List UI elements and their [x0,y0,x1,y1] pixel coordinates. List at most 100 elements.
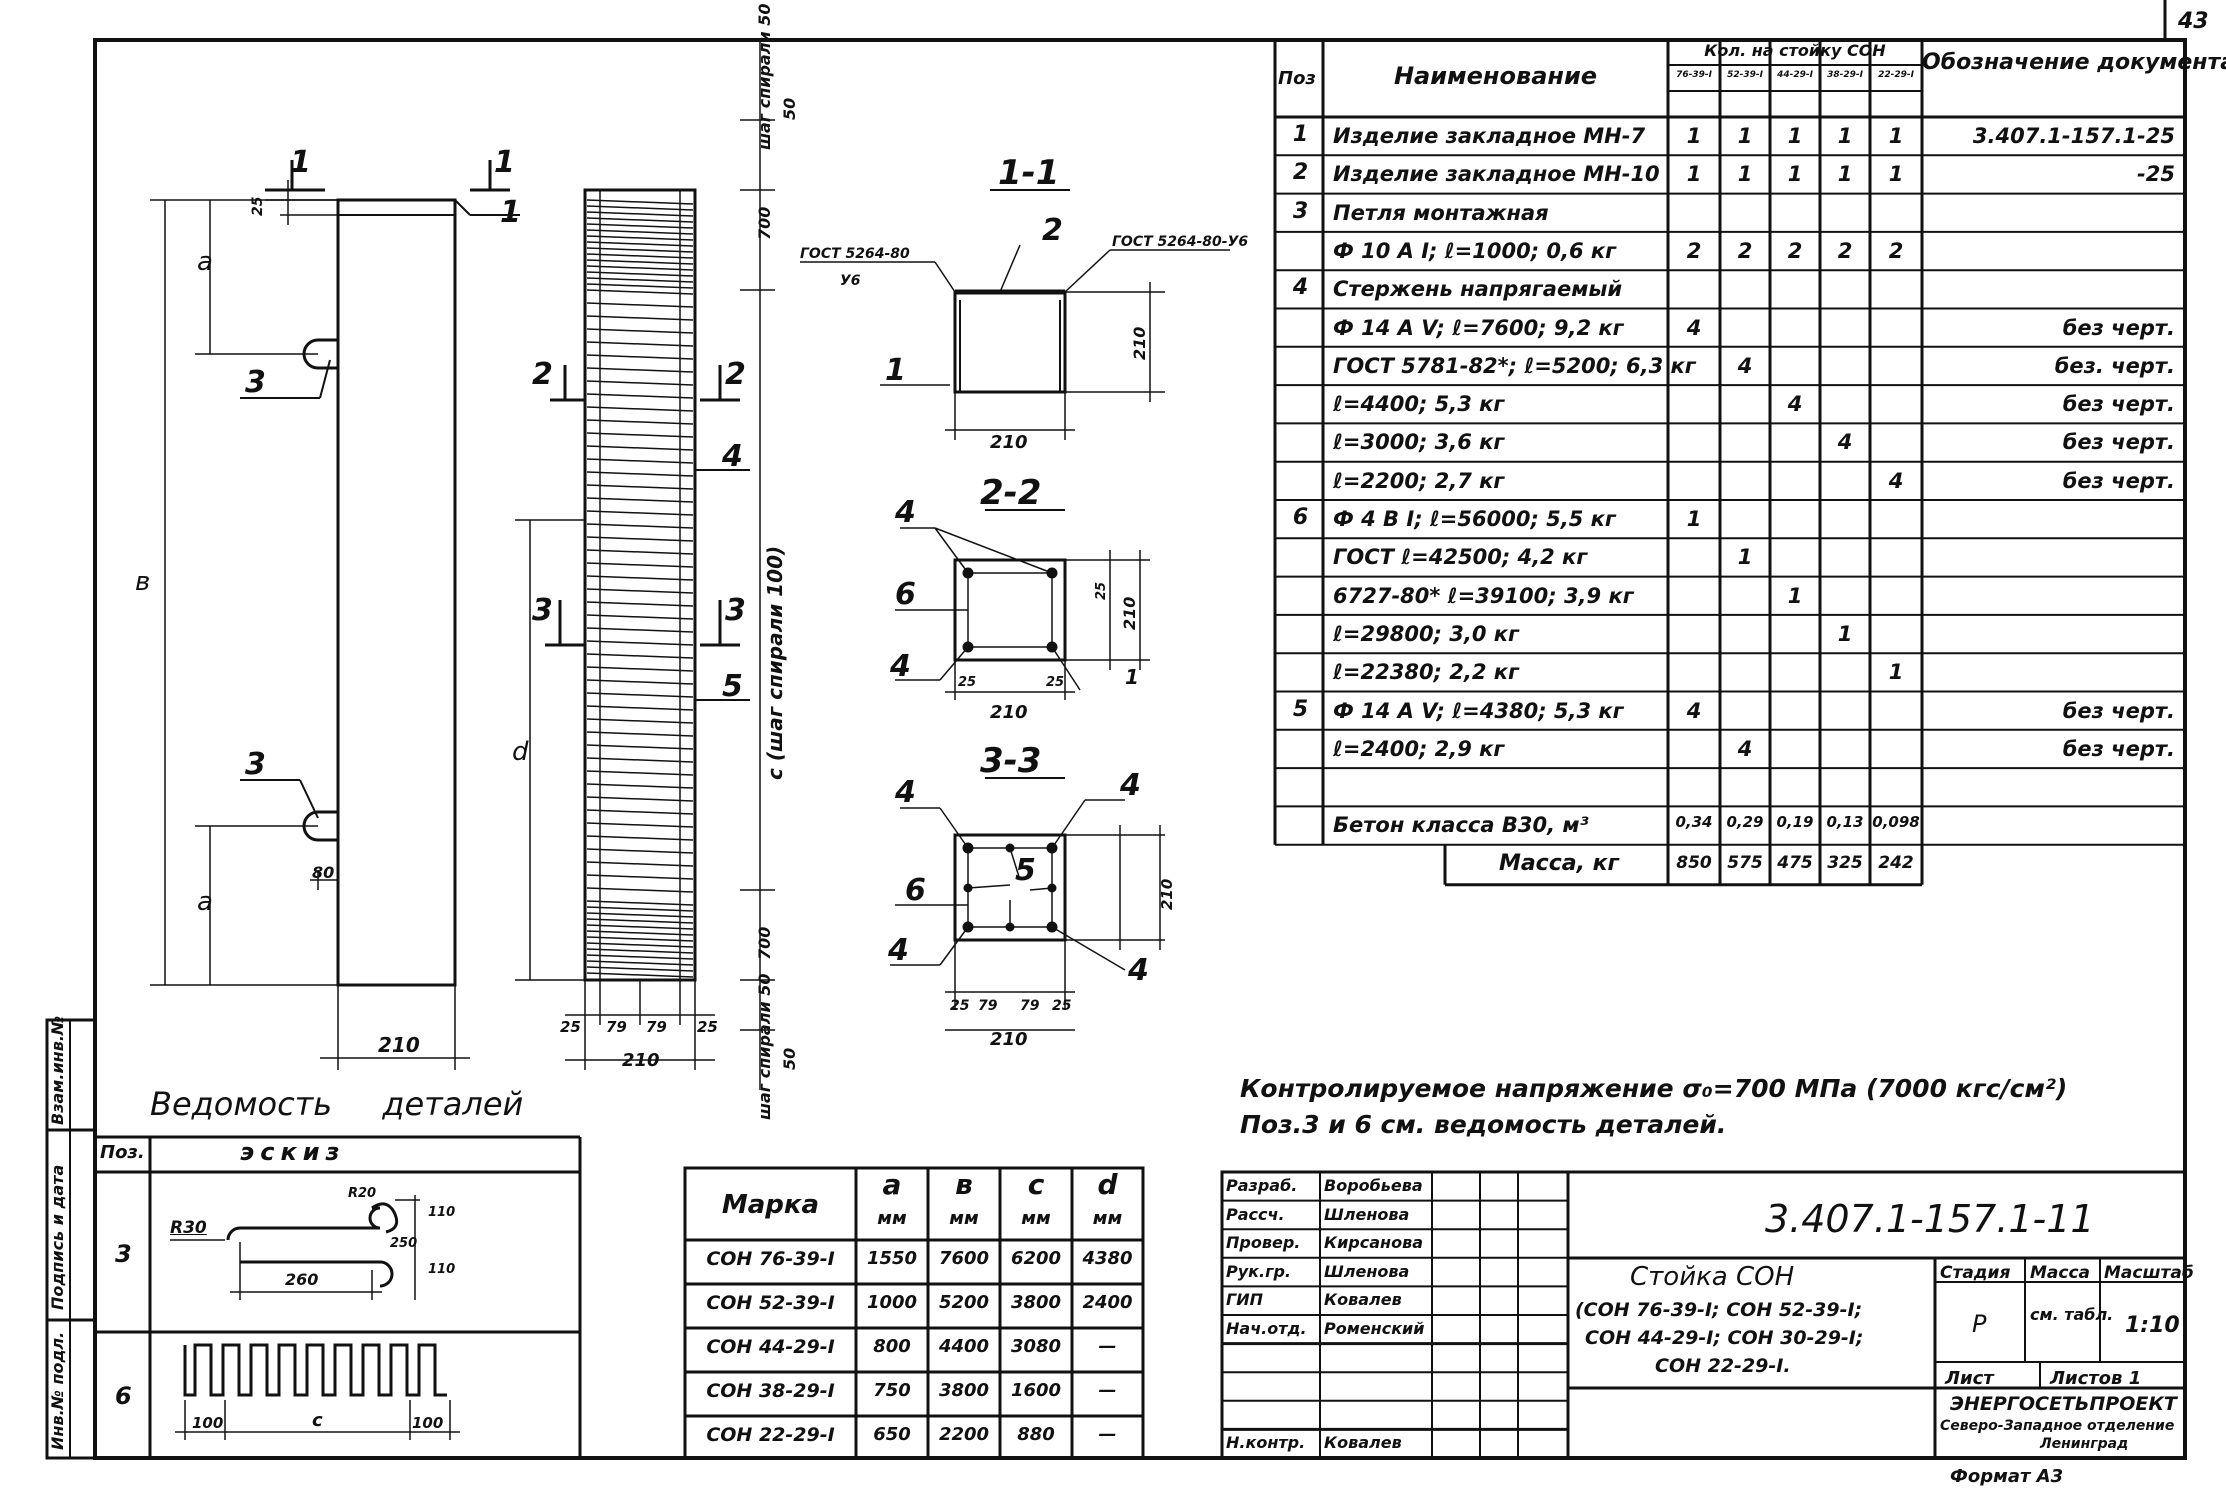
spec-header-doc: Обозначение документа [1922,50,2226,75]
spec-row-qty: 1 [1737,162,1753,187]
spiral-turn [586,510,694,516]
stamp-name: Кирсанова [1324,1233,1423,1253]
section-2-2 [895,509,1150,700]
reinf-label-2a: 2 [532,357,553,392]
side-stamp: Инв.№ подл. Подпись и дата Взам.инв.№ [45,1016,97,1460]
stamp-name: Ковалев [1324,1290,1402,1310]
spiral-turn [586,966,694,972]
section-1-1-dim-w: 210 [990,432,1028,453]
spiral-turn [586,217,694,223]
dims-row-value: 3800 [1010,1292,1062,1313]
dims-row-value: 1550 [866,1248,918,1269]
details-title: Ведомость деталей [150,1085,524,1123]
spec-row-name: Стержень напрягаемый [1333,277,1623,302]
section-3-3-label-4c: 4 [887,933,909,968]
spiral-turn [586,861,694,867]
spec-row-qty: 1 [1888,124,1904,148]
spec-row-doc: без черт. [2062,468,2175,493]
section-2-2-dim-w: 210 [990,702,1028,723]
spec-row-pos: 3 [1292,198,1309,224]
dims-row-value: — [1098,1336,1117,1357]
spiral-turn [586,809,694,815]
spiral-turn [586,341,694,347]
dims-row-value: — [1098,1380,1117,1401]
stamp-sub1: (СОН 76-39-I; СОН 52-39-I; [1575,1299,1862,1321]
spec-row-qty: 1 [1787,583,1803,608]
details-col-sketch: эскиз [240,1138,346,1166]
title-block-grid [1220,1170,2187,1460]
spec-row-qty: 1 [1837,124,1853,148]
spec-row-name: ℓ=29800; 3,0 кг [1333,621,1520,646]
elev-dim-a-bottom: a [197,887,213,917]
stamp-name: Шленова [1324,1204,1410,1224]
details-pos-6: 6 [115,1382,132,1410]
spiral-turn [586,954,694,960]
spiral-turn [586,283,694,289]
spec-mass-label: Масса, кг [1498,850,1620,876]
spec-row-qty: 4 [1837,430,1853,455]
spec-row-doc: без черт. [2062,430,2175,455]
dims-row-value: 3800 [938,1380,990,1401]
spec-mass-value: 242 [1878,852,1914,873]
details-table-grid [95,1135,582,1458]
spiral-turn [586,936,694,942]
spec-row-qty: 4 [1888,468,1904,493]
spiral-turn [586,666,694,672]
spiral-turn [586,445,694,451]
reinf-dim-b1: 25 [560,1018,581,1036]
dims-header-mark: Марка [721,1190,820,1220]
spec-row-doc: без. черт. [2054,353,2175,378]
spec-row-qty: 1 [1837,621,1853,646]
spiral-turn [586,575,694,581]
spiral-turn [586,627,694,633]
dims-header-unit: мм [949,1208,979,1229]
spec-row-name: Ф 14 А V; ℓ=7600; 9,2 кг [1333,315,1624,340]
spiral-turn [586,302,694,308]
spiral-turn [586,259,694,265]
spec-row-name: Бетон класса В30, м³ [1333,813,1589,838]
spec-row-name: ℓ=22380; 2,2 кг [1333,660,1520,685]
details-r30: R30 [170,1218,207,1238]
spec-header-mark: 76-39-I [1676,70,1712,80]
spiral-turn [586,484,694,490]
note-positions: Поз.3 и 6 см. ведомость деталей. [1240,1110,1727,1139]
dims-row-value: 1000 [866,1292,918,1313]
spiral-turn [586,289,694,295]
section-3-3-dim-w: 210 [990,1029,1028,1050]
spiral-turn [586,253,694,259]
spiral-turn [586,271,694,277]
spec-row-name: Петля монтажная [1333,200,1549,225]
details-110b: 110 [428,1262,456,1277]
dims-row-mark: СОН 38-29-I [706,1380,835,1402]
spiral-turn [586,972,694,978]
spiral-turn [586,380,694,386]
section-3-3-dim-2: 79 [978,998,998,1014]
spiral-lines [586,199,694,978]
spiral-turn [586,247,694,253]
reinf-dim-50-top: 50 [780,98,799,120]
spec-header-mark: 52-39-I [1727,70,1763,80]
stamp-title: Стойка СОН [1630,1262,1794,1292]
spec-row-qty: 0,19 [1776,813,1814,832]
section-1-1-label-2: 2 [1042,213,1063,248]
stamp-scale-label: Масштаб [2104,1263,2194,1283]
side-stamp-replace: Взам.инв.№ [48,1016,67,1125]
reinf-dim-c: c (шаг спирали 100) [763,546,787,780]
stamp-stage: Р [1972,1310,1987,1338]
stamp-name: Ковалев [1324,1433,1402,1453]
dims-row-value: 2400 [1082,1292,1133,1313]
spiral-turn [586,887,694,893]
spiral-turn [586,835,694,841]
section-1-1 [800,189,1230,440]
dims-row-value: 750 [873,1380,911,1401]
elev-dim-210: 210 [378,1033,420,1057]
dims-header-3: c [1027,1168,1045,1201]
spec-header-mark: 38-29-I [1827,70,1863,80]
spec-row-qty: 4 [1737,736,1753,761]
section-2-2-title: 2-2 [980,473,1041,513]
spec-row-qty: 4 [1737,353,1753,378]
spec-row-qty: 4 [1686,315,1702,340]
spiral-turn [586,653,694,659]
details-r20: R20 [348,1186,377,1201]
